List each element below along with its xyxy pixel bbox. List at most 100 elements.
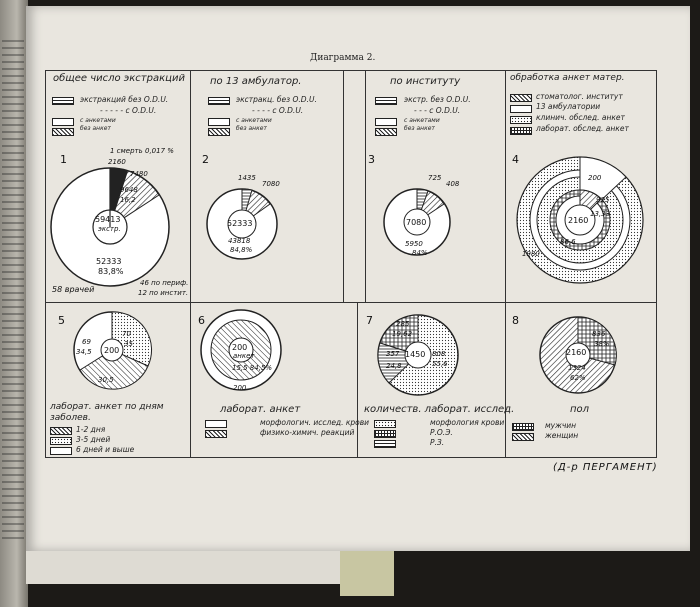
c1-doctors: 58 врачей bbox=[52, 285, 95, 294]
chart-2 bbox=[206, 188, 278, 260]
c2-7080: 7080 bbox=[262, 180, 280, 188]
panel-number-4: 4 bbox=[512, 153, 519, 166]
c5-35: 35 bbox=[124, 340, 133, 348]
legend-7a: морфология крови bbox=[430, 418, 505, 427]
legend-1a: экстракций без О.D.U. bbox=[80, 95, 169, 104]
c4-866: 86,6 bbox=[560, 238, 576, 246]
c2-bottom: 43818 bbox=[228, 237, 251, 245]
panel-number-2: 2 bbox=[202, 153, 209, 166]
legend-4c: клинич. обслед. анкет bbox=[536, 113, 625, 122]
c7-357: 357 bbox=[386, 350, 400, 358]
legend-swatch-3c bbox=[375, 118, 397, 126]
c6-center-sub: анкет bbox=[233, 352, 255, 360]
legend-7b: Р.О.Э. bbox=[430, 428, 453, 437]
panel-title-3: по институту bbox=[390, 76, 461, 87]
legend-2d: без анкет bbox=[236, 125, 267, 132]
c1-inst2: 12 по инстит. bbox=[138, 289, 189, 297]
c7-285: 285 bbox=[396, 320, 410, 328]
c8-center: 2160 bbox=[566, 348, 587, 357]
c7-1962: 19,62 bbox=[392, 330, 413, 338]
legend-swatch-2a bbox=[208, 97, 230, 105]
c1-9648: 9648 bbox=[120, 186, 138, 194]
c4-1980: 1980 bbox=[522, 250, 540, 258]
legend-swatch-2c bbox=[208, 118, 230, 126]
c5-70: 70 bbox=[122, 330, 131, 338]
c1-2160: 2160 bbox=[108, 158, 126, 166]
legend-swatch-8a bbox=[512, 423, 534, 431]
chart-6 bbox=[200, 309, 282, 391]
panel-number-6: 6 bbox=[198, 314, 205, 327]
legend-2c: с анкетами bbox=[236, 117, 272, 124]
panel-title-2: по 13 амбулатор. bbox=[210, 76, 302, 87]
legend-swatch-6a bbox=[205, 420, 227, 428]
c5-center: 200 bbox=[104, 346, 120, 355]
chart-4 bbox=[516, 156, 644, 284]
chart-1 bbox=[50, 167, 170, 287]
panel-number-8: 8 bbox=[512, 314, 519, 327]
legend-swatch-4c bbox=[510, 116, 532, 124]
page-fold bbox=[26, 548, 378, 584]
grid-hline-mid bbox=[45, 302, 657, 303]
c8-836: 836 bbox=[592, 330, 606, 338]
legend-swatch-5b bbox=[50, 437, 72, 445]
legend-4b: 13 амбулатории bbox=[536, 102, 601, 111]
legend-swatch-3a bbox=[375, 97, 397, 105]
legend-swatch-1a bbox=[52, 97, 74, 105]
c8-38: 38% bbox=[594, 340, 610, 348]
c6-center: 200 bbox=[232, 343, 248, 352]
legend-swatch-3d bbox=[375, 128, 397, 136]
c8-62: 62% bbox=[570, 374, 586, 382]
legend-swatch-4d bbox=[510, 127, 532, 135]
legend-1b: - - - - - с О.D.U. bbox=[100, 106, 157, 115]
panel-title-4: обработка анкет матер. bbox=[510, 73, 625, 83]
c1-bottom-val: 52333 bbox=[96, 257, 122, 266]
legend-3a: экстр. без О.D.U. bbox=[404, 95, 471, 104]
c7-center: 1450 bbox=[405, 350, 426, 359]
c4-center: 2160 bbox=[568, 216, 589, 225]
credit: (Д-р ПЕРГАМЕНТ) bbox=[553, 462, 658, 473]
grid-vline-1 bbox=[190, 70, 191, 458]
c6-bottom: 200 bbox=[233, 384, 247, 392]
c8-1324: 1324 bbox=[568, 364, 586, 372]
c2-pct: 84,8% bbox=[230, 246, 253, 254]
legend-5b: 3-5 дней bbox=[76, 435, 111, 444]
legend-3d: без анкет bbox=[404, 125, 435, 132]
c6-pcts: 15,5 84,5% bbox=[232, 364, 273, 372]
c1-bottom-pct: 83,8% bbox=[98, 267, 124, 276]
legend-swatch-7b bbox=[374, 430, 396, 438]
c1-center: 59413 bbox=[95, 215, 121, 224]
c1-16: 16,2 bbox=[120, 196, 136, 204]
legend-4a: стоматолог. институт bbox=[536, 92, 623, 101]
legend-swatch-6b bbox=[205, 430, 227, 438]
c3-bottom: 5950 bbox=[405, 240, 423, 248]
c2-center: 52333 bbox=[227, 219, 253, 228]
panel-title-6: лаборат. анкет bbox=[220, 404, 301, 415]
legend-swatch-7a bbox=[374, 420, 396, 428]
chart-8 bbox=[539, 316, 617, 394]
panel-number-7: 7 bbox=[366, 314, 373, 327]
c3-408: 408 bbox=[446, 180, 460, 188]
c4-925: 925 bbox=[596, 196, 610, 204]
chart-3 bbox=[383, 188, 451, 256]
panel-title-1: общее число экстракций bbox=[53, 73, 185, 84]
c1-inst: 46 по периф. bbox=[140, 279, 189, 287]
panel-title-8: пол bbox=[570, 404, 590, 415]
c7-808: 808 bbox=[432, 350, 446, 358]
legend-swatch-8b bbox=[512, 433, 534, 441]
legend-swatch-7c bbox=[374, 440, 396, 448]
chart-7 bbox=[377, 314, 459, 396]
legend-1d: без анкет bbox=[80, 125, 111, 132]
legend-6a: морфологич. исслед. крови bbox=[260, 418, 370, 427]
book-stack bbox=[340, 548, 394, 596]
legend-3b: - - - с О.D.U. bbox=[414, 106, 461, 115]
legend-7c: Р.З. bbox=[430, 438, 445, 447]
grid-vline-3 bbox=[365, 70, 366, 302]
legend-1c: с анкетами bbox=[80, 117, 116, 124]
legend-swatch-1d bbox=[52, 128, 74, 136]
left-page-text bbox=[2, 40, 24, 540]
panel-title-5: лаборат. анкет по дням заболев. bbox=[50, 402, 164, 423]
legend-6b: физико-химич. реакций bbox=[260, 428, 355, 437]
legend-4d: лаборат. обслед. анкет bbox=[536, 124, 629, 133]
grid-vline-2b bbox=[357, 302, 358, 458]
